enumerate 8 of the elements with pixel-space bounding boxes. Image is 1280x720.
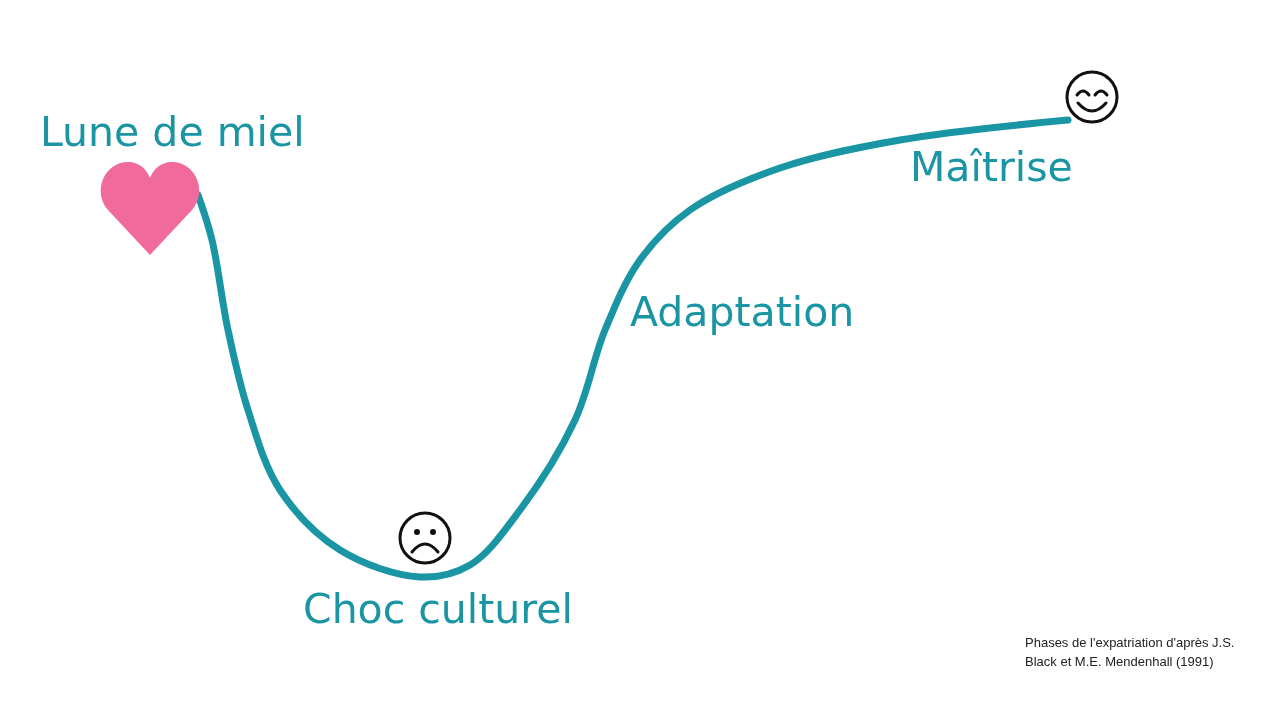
phase-label: Choc culturel: [303, 587, 573, 633]
smiling-face-icon: [1065, 70, 1119, 124]
heart-icon: [100, 162, 200, 255]
phase-label: Adaptation: [630, 290, 855, 336]
curve-line: [194, 116, 1072, 581]
phase-label: Lune de miel: [40, 110, 305, 156]
caption: Phases de l'expatriation d'après J.S. Black et M.E. Mendenhall (1991): [1025, 634, 1236, 671]
phase-label: Maîtrise: [910, 145, 1073, 191]
